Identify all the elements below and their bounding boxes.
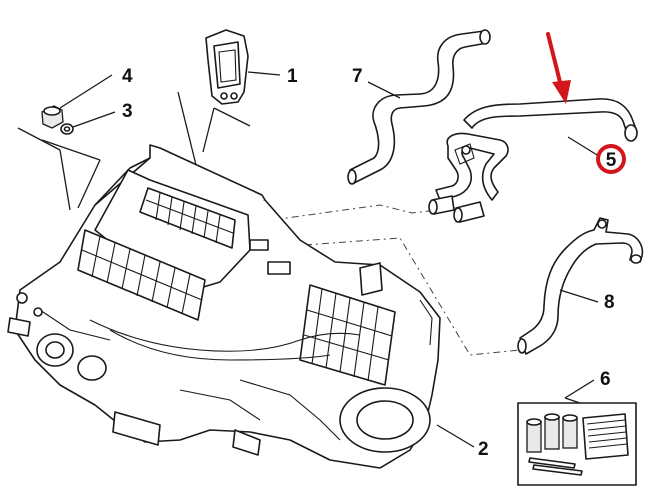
filter-strips [528, 457, 583, 476]
cap-nut[interactable] [41, 105, 64, 129]
heater-hose-8[interactable] [517, 217, 644, 355]
svg-text:7: 7 [352, 66, 363, 87]
svg-text:8: 8 [604, 292, 615, 313]
gasket-seal[interactable] [205, 29, 249, 105]
callout-number-8: 8 [604, 292, 615, 313]
svg-text:2: 2 [478, 439, 489, 460]
washer-ring[interactable] [60, 123, 74, 135]
callout-number-3: 3 [122, 101, 133, 122]
callout-number-4: 4 [122, 66, 133, 87]
callout-leaders [17, 71, 603, 448]
heater-hose-7[interactable] [347, 29, 491, 185]
callout-number-2: 2 [478, 439, 489, 460]
callout-number-5: 5 [596, 144, 626, 174]
svg-text:1: 1 [287, 66, 298, 87]
callout-number-6: 6 [600, 369, 611, 390]
svg-text:4: 4 [122, 66, 133, 87]
filter-cartridges [526, 413, 578, 453]
callout-number-1: 1 [287, 66, 298, 87]
filter-kit[interactable] [517, 402, 637, 486]
down-arrow-icon [546, 32, 571, 104]
callout-number-7: 7 [352, 66, 363, 87]
cabin-filter [582, 413, 629, 460]
heater-hose-5[interactable] [428, 98, 638, 223]
svg-text:3: 3 [122, 101, 133, 122]
hvac-housing-assembly[interactable] [7, 144, 441, 469]
svg-text:6: 6 [600, 369, 611, 390]
svg-text:5: 5 [606, 150, 617, 171]
